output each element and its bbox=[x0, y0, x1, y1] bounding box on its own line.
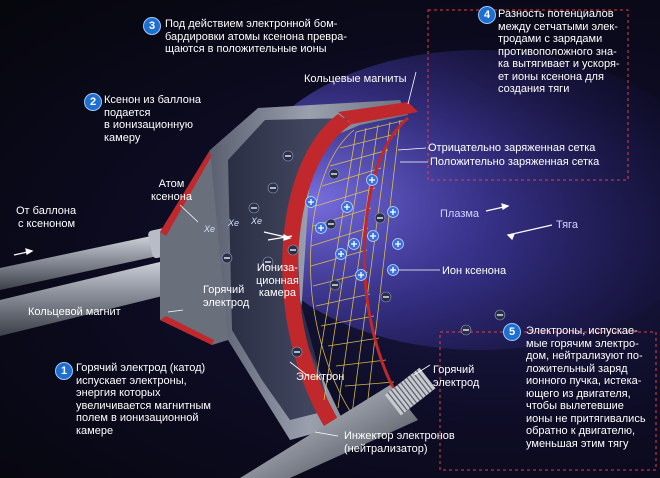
xe-atom-3: Xe bbox=[250, 216, 262, 226]
step-3-text: Под действием электронной бом-бардировки… bbox=[165, 18, 348, 55]
xe-atom-1: Xe bbox=[203, 224, 215, 234]
electrons bbox=[221, 150, 506, 358]
label-ring-magnet: Кольцевой магнит bbox=[28, 306, 121, 318]
neutralizer-callout-box bbox=[439, 331, 657, 471]
ring-magnet-rim bbox=[282, 114, 352, 444]
label-positive-grid: Положительно заряженная сетка bbox=[430, 156, 600, 168]
label-xenon-ion: Ион ксенона bbox=[442, 265, 507, 277]
label-ring-magnets: Кольцевые магниты bbox=[304, 73, 407, 85]
grid-frame bbox=[363, 116, 410, 412]
flow-arrows bbox=[13, 203, 553, 256]
ring-magnet-top bbox=[338, 102, 418, 124]
label-electron: Электрон bbox=[296, 371, 345, 383]
label-negative-grid: Отрицательно заряженная сетка bbox=[428, 142, 596, 154]
step-3-badge: 3 bbox=[143, 17, 161, 35]
label-injector: Инжектор электронов(нейтрализатор) bbox=[344, 430, 455, 455]
grid-mesh bbox=[310, 117, 409, 421]
xenon-ions bbox=[305, 174, 404, 281]
xe-atom-2: Xe bbox=[227, 218, 239, 228]
label-thrust: Тяга bbox=[556, 219, 578, 231]
step-2-badge: 2 bbox=[84, 93, 102, 111]
step-5-badge: 5 bbox=[503, 323, 521, 341]
label-plasma: Плазма bbox=[440, 208, 480, 220]
xenon-atom-labels: Xe Xe Xe bbox=[203, 216, 262, 234]
grid-callout-box bbox=[427, 9, 629, 181]
step-1-text: Горячий электрод (катод)испускает электр… bbox=[76, 362, 211, 437]
step-4-badge: 4 bbox=[478, 6, 496, 24]
thruster-back-plate bbox=[160, 150, 228, 345]
callout-lines bbox=[167, 71, 440, 437]
step-1-badge: 1 bbox=[55, 362, 73, 380]
step-5-text: Электроны, испускае-мые горячим электро-… bbox=[526, 325, 646, 450]
neutralizer-pipe bbox=[240, 367, 436, 478]
